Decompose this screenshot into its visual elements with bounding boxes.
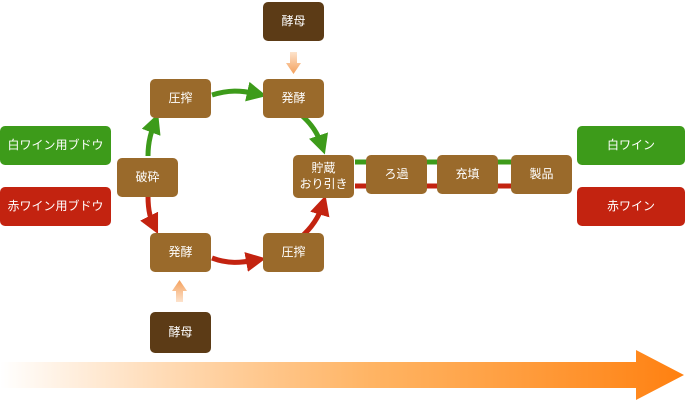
yeast-bottom-arrow xyxy=(172,280,187,302)
yeast-bottom-box: 酵母 xyxy=(150,312,211,353)
ferment-bottom-box: 発酵 xyxy=(150,233,211,272)
filtration-box: ろ過 xyxy=(366,155,427,194)
product-box: 製品 xyxy=(511,155,572,194)
filling-box: 充填 xyxy=(437,155,498,194)
white-grape-label: 白ワイン用ブドウ xyxy=(0,126,111,165)
ferment-top-box: 発酵 xyxy=(263,79,324,118)
yeast-top-box: 酵母 xyxy=(263,2,324,41)
timeline-arrow xyxy=(0,350,684,400)
arrow-ferment-bottom-to-press-bottom xyxy=(211,252,266,272)
arrow-ferment-top-to-storage xyxy=(298,112,329,155)
arrow-crush-to-press-top xyxy=(141,113,161,157)
storage-racking-box: 貯蔵 おり引き xyxy=(293,155,354,198)
arrow-crush-to-ferment-bottom xyxy=(140,195,159,235)
red-grape-label: 赤ワイン用ブドウ xyxy=(0,187,111,226)
crush-box: 破砕 xyxy=(117,158,178,197)
yeast-top-arrow xyxy=(286,52,301,74)
red-wine-label: 赤ワイン xyxy=(577,187,685,226)
arrow-press-to-ferment-top xyxy=(211,81,267,102)
press-top-box: 圧搾 xyxy=(150,79,211,118)
white-wine-label: 白ワイン xyxy=(577,126,685,165)
press-bottom-box: 圧搾 xyxy=(263,233,324,272)
